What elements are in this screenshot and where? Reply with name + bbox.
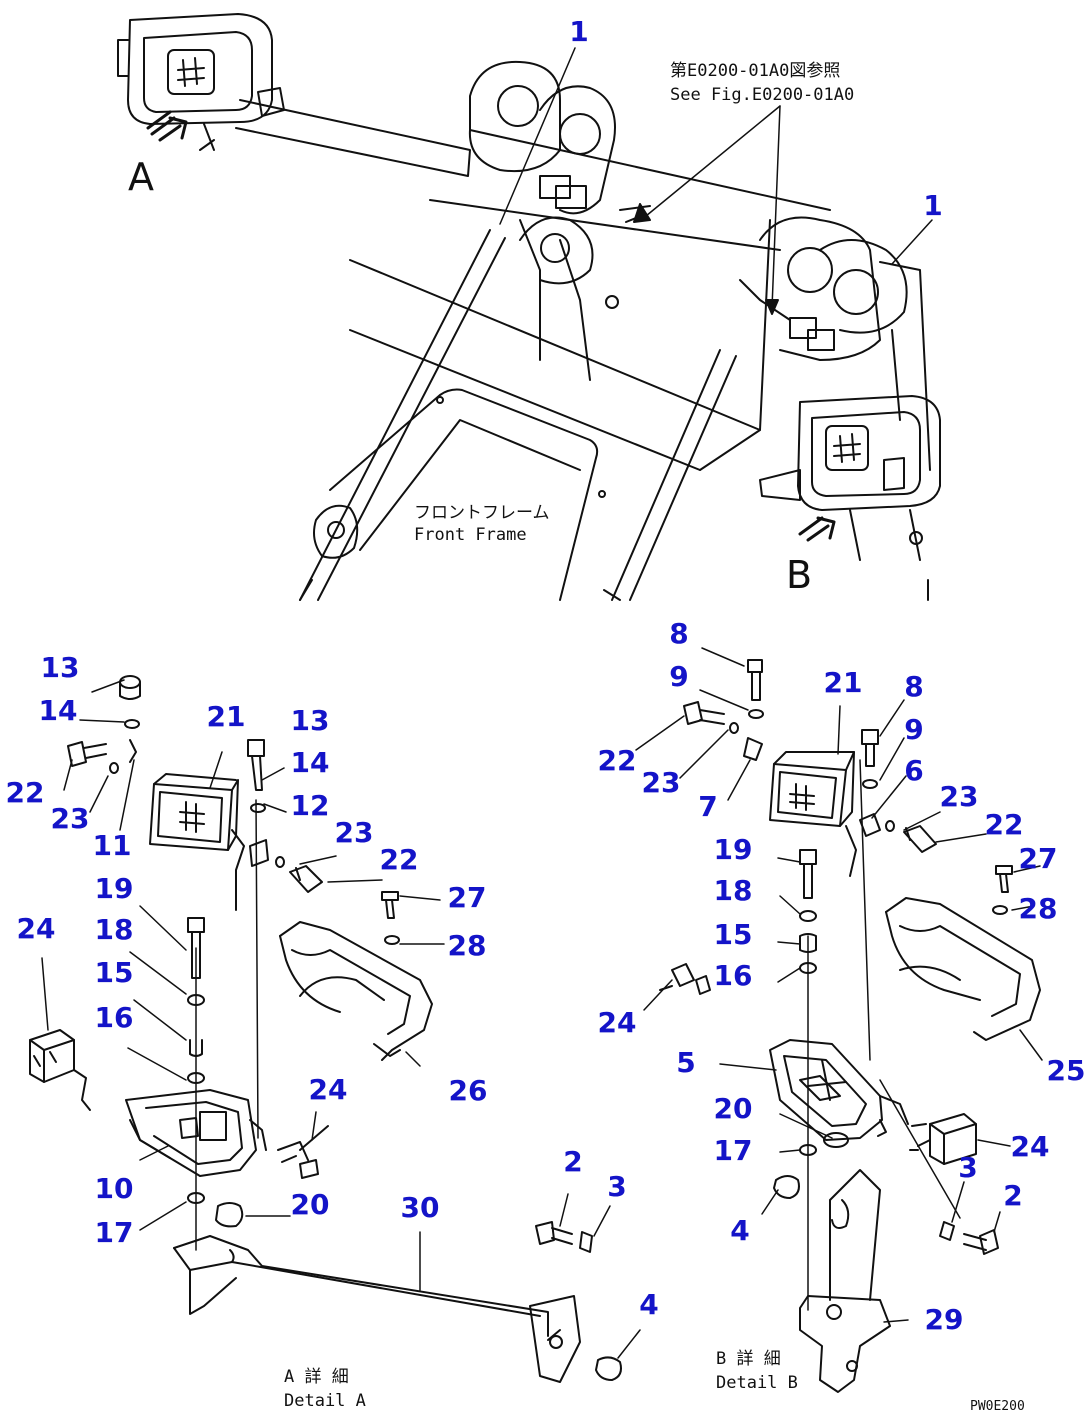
view-arrow-b — [798, 516, 836, 542]
detail-a-title-en: Detail A — [284, 1391, 366, 1411]
callout-a-26[interactable]: 26 — [448, 1074, 488, 1107]
detail-b-title-jp: B 詳 細 — [716, 1349, 781, 1369]
callout-b-27[interactable]: 27 — [1018, 842, 1058, 875]
callout-a-23-left[interactable]: 23 — [50, 802, 90, 835]
callout-main-1-left[interactable]: 1 — [569, 15, 589, 48]
callout-b-23-right[interactable]: 23 — [939, 780, 979, 813]
callout-a-21[interactable]: 21 — [206, 700, 246, 733]
callout-b-22-right[interactable]: 22 — [984, 808, 1024, 841]
see-figure-note-jp: 第E0200-01A0図参照 — [670, 61, 841, 81]
callout-main-1-right[interactable]: 1 — [923, 189, 943, 222]
detail-b-title-en: Detail B — [716, 1373, 798, 1393]
pivot-right — [739, 216, 931, 471]
callout-a-23-right[interactable]: 23 — [334, 816, 374, 849]
callout-a-24-right[interactable]: 24 — [308, 1073, 348, 1106]
callout-a-14-left[interactable]: 14 — [38, 694, 78, 727]
front-frame-drawing — [117, 13, 941, 601]
callout-b-29[interactable]: 29 — [924, 1303, 964, 1336]
callout-a-11[interactable]: 11 — [92, 829, 132, 862]
callout-b-9-top[interactable]: 9 — [669, 660, 689, 693]
callout-b-8-top[interactable]: 8 — [669, 617, 689, 650]
callout-a-3[interactable]: 3 — [607, 1170, 627, 1203]
front-frame-label-jp: フロントフレーム — [414, 503, 550, 523]
detail-b-drawing — [635, 647, 1043, 1393]
view-letter-b: B — [786, 553, 813, 597]
callout-a-13-left[interactable]: 13 — [40, 651, 80, 684]
callout-b-22-left[interactable]: 22 — [597, 744, 637, 777]
callout-a-24-left[interactable]: 24 — [16, 912, 56, 945]
callout-b-15[interactable]: 15 — [713, 918, 753, 951]
callout-b-24-left[interactable]: 24 — [597, 1006, 637, 1039]
callout-b-2[interactable]: 2 — [1003, 1179, 1023, 1212]
callout-b-19[interactable]: 19 — [713, 833, 753, 866]
callout-b-17[interactable]: 17 — [713, 1134, 753, 1167]
callout-b-18[interactable]: 18 — [713, 874, 753, 907]
callout-a-15[interactable]: 15 — [94, 956, 134, 989]
callout-b-3[interactable]: 3 — [958, 1151, 978, 1184]
callout-a-2[interactable]: 2 — [563, 1145, 583, 1178]
pivot-left — [468, 60, 651, 381]
callout-b-25[interactable]: 25 — [1046, 1054, 1086, 1087]
callout-b-20[interactable]: 20 — [713, 1092, 753, 1125]
see-figure-note-en: See Fig.E0200-01A0 — [670, 85, 855, 105]
view-arrow-a — [146, 110, 188, 142]
callout-b-8-right[interactable]: 8 — [904, 670, 924, 703]
callout-b-6[interactable]: 6 — [904, 754, 924, 787]
callout-a-28[interactable]: 28 — [447, 929, 487, 962]
callout-a-4[interactable]: 4 — [639, 1288, 659, 1321]
callout-b-4[interactable]: 4 — [730, 1214, 750, 1247]
callout-b-5[interactable]: 5 — [676, 1046, 696, 1079]
callout-b-7[interactable]: 7 — [698, 790, 718, 823]
callout-b-9-right[interactable]: 9 — [904, 713, 924, 746]
callout-a-12[interactable]: 12 — [290, 789, 330, 822]
callout-a-20[interactable]: 20 — [290, 1188, 330, 1221]
front-frame-label-en: Front Frame — [414, 525, 527, 545]
drawing-code: PW0E200 — [970, 1399, 1025, 1414]
callout-a-17[interactable]: 17 — [94, 1216, 134, 1249]
detail-a-drawing — [29, 675, 641, 1383]
callout-b-24-right[interactable]: 24 — [1010, 1130, 1050, 1163]
callout-a-22-right[interactable]: 22 — [379, 843, 419, 876]
callout-a-14-right[interactable]: 14 — [290, 746, 330, 779]
detail-a-title-jp: A 詳 細 — [284, 1367, 349, 1387]
callout-a-16[interactable]: 16 — [94, 1001, 134, 1034]
callout-b-16[interactable]: 16 — [713, 959, 753, 992]
callout-b-21[interactable]: 21 — [823, 666, 863, 699]
lamp-left-main — [117, 13, 273, 125]
callout-a-19[interactable]: 19 — [94, 872, 134, 905]
callout-b-28[interactable]: 28 — [1018, 892, 1058, 925]
callout-a-10[interactable]: 10 — [94, 1172, 134, 1205]
callout-b-23-left[interactable]: 23 — [641, 766, 681, 799]
callout-a-13-right[interactable]: 13 — [290, 704, 330, 737]
lamp-right-main — [759, 395, 941, 511]
callout-a-22-left[interactable]: 22 — [5, 776, 45, 809]
callout-a-27[interactable]: 27 — [447, 881, 487, 914]
callout-a-30[interactable]: 30 — [400, 1191, 440, 1224]
callout-a-18[interactable]: 18 — [94, 913, 134, 946]
view-letter-a: A — [128, 155, 154, 199]
